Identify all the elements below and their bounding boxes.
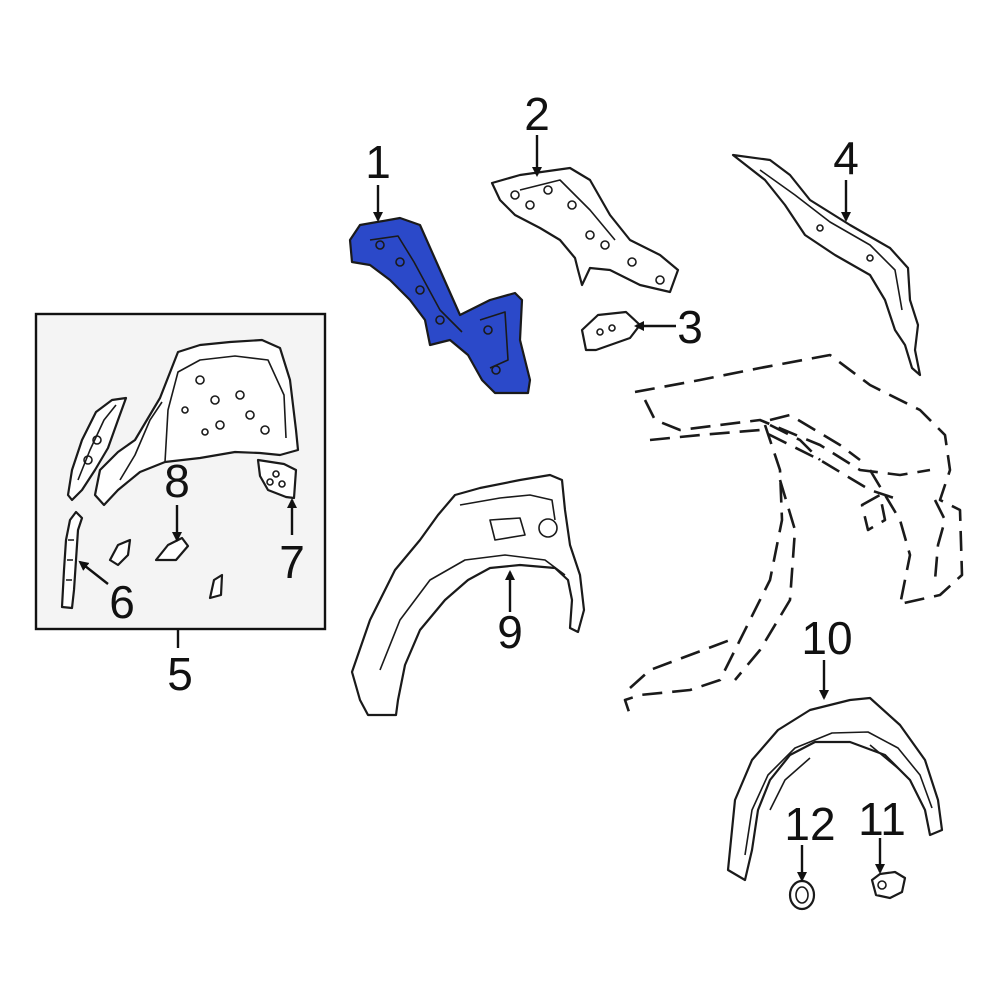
callout-number-10: 10 <box>801 612 852 664</box>
callout-number-2: 2 <box>524 88 550 140</box>
callout-arrow-6 <box>78 560 109 585</box>
vertical-brace-part-6[interactable] <box>60 510 84 610</box>
highlighted-panel-part-1[interactable] <box>348 216 532 395</box>
callout-number-5: 5 <box>167 648 193 700</box>
small-bracket-part-3[interactable] <box>580 310 642 352</box>
roof-side-rail-part-4[interactable] <box>731 153 922 377</box>
callout-number-9: 9 <box>497 606 523 658</box>
outer-wheelhouse-part-9[interactable] <box>350 473 586 717</box>
small-plate-a[interactable] <box>108 538 132 567</box>
upper-bracket-part-2[interactable] <box>490 166 680 294</box>
callout-number-3: 3 <box>677 301 703 353</box>
callout-number-12: 12 <box>784 798 835 850</box>
wheel-liner-part-10[interactable] <box>726 696 944 882</box>
callout-number-8: 8 <box>164 455 190 507</box>
corner-bracket-part-7[interactable] <box>256 458 298 500</box>
small-plate-b[interactable] <box>208 573 224 600</box>
grommet-part-12[interactable] <box>788 879 816 911</box>
callout-number-6: 6 <box>109 576 135 628</box>
inner-wheelhouse-assembly[interactable] <box>93 338 300 507</box>
wheelhouse-reinforcement-strip[interactable] <box>66 396 128 502</box>
callout-number-1: 1 <box>365 136 391 188</box>
callout-number-4: 4 <box>833 132 859 184</box>
small-gusset-part-8[interactable] <box>154 536 190 562</box>
quarter-panel-outline <box>623 353 964 716</box>
callout-number-11: 11 <box>858 793 906 845</box>
push-clip-part-11[interactable] <box>870 870 907 900</box>
callout-number-7: 7 <box>279 536 305 588</box>
